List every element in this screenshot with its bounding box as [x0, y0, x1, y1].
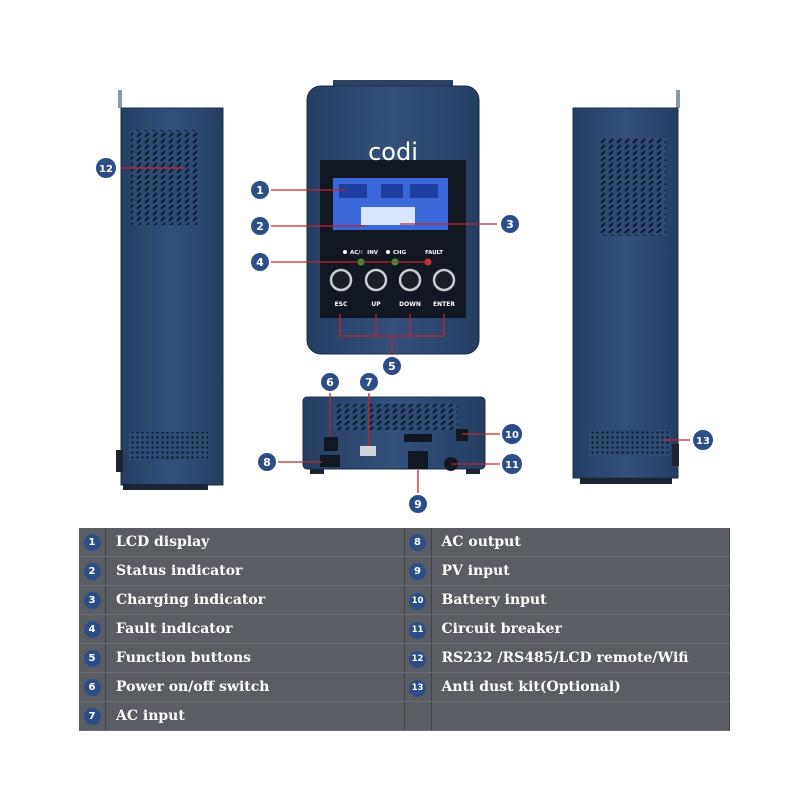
legend-label: Function buttons: [105, 643, 405, 673]
legend-number: 12: [409, 650, 426, 668]
legend-label: Power on/off switch: [105, 672, 405, 702]
legend-label: Charging indicator: [105, 585, 405, 615]
legend-number: 3: [83, 592, 101, 609]
pv-input-terminal: [408, 451, 428, 469]
legend-row: 1 LCD display 8 AC output: [79, 528, 730, 557]
enter-button-label: ENTER: [433, 301, 455, 308]
callout-9: 9: [407, 493, 429, 515]
svg-text:3: 3: [506, 218, 514, 231]
legend-row: 5 Function buttons 12 RS232 /RS485/LCD r…: [79, 643, 730, 673]
inverter-diagram: codi AC/☾ INV CHG FAULT ESC UP DOWN ENTE…: [94, 80, 715, 515]
legend-number: 13: [409, 679, 426, 697]
legend-number: 7: [83, 708, 101, 725]
svg-text:12: 12: [99, 164, 113, 175]
legend-label: Status indicator: [105, 556, 405, 586]
legend-row: 6 Power on/off switch 13 Anti dust kit(O…: [79, 672, 730, 702]
legend-row: 7 AC input: [79, 701, 730, 731]
callout-12: 12: [94, 156, 118, 180]
ac-input-port: [360, 446, 376, 456]
power-switch[interactable]: [324, 437, 338, 451]
legend-number: 1: [83, 534, 101, 551]
svg-text:10: 10: [505, 430, 519, 441]
legend-number: 11: [409, 621, 426, 639]
down-button-label: DOWN: [399, 301, 421, 308]
svg-text:11: 11: [505, 460, 519, 471]
callout-6: 6: [319, 371, 341, 393]
battery-input-terminal: [456, 429, 468, 441]
svg-text:13: 13: [696, 436, 710, 447]
enter-button[interactable]: [432, 268, 456, 292]
down-button[interactable]: [398, 268, 422, 292]
up-button[interactable]: [364, 268, 388, 292]
legend-number: 9: [409, 563, 426, 580]
svg-text:4: 4: [256, 256, 264, 269]
up-button-label: UP: [371, 301, 381, 308]
svg-text:7: 7: [365, 376, 373, 389]
legend-label: LCD display: [105, 528, 405, 557]
callout-10: 10: [500, 422, 524, 446]
svg-text:2: 2: [256, 220, 264, 233]
legend-number: 10: [409, 592, 426, 610]
legend-label: Battery input: [431, 585, 730, 615]
chg-indicator-label: CHG: [393, 250, 407, 256]
esc-button-label: ESC: [335, 301, 348, 308]
left-side-view: [116, 90, 224, 490]
legend-label: Circuit breaker: [431, 614, 730, 644]
legend-label: PV input: [431, 556, 730, 586]
callout-4: 4: [249, 251, 271, 273]
legend-number: 2: [83, 563, 101, 580]
callout-13: 13: [691, 428, 715, 452]
ac-output-terminal: [320, 455, 340, 467]
callout-2: 2: [249, 215, 271, 237]
legend-label: AC input: [105, 701, 405, 731]
legend-table: 1 LCD display 8 AC output 2 Status indic…: [79, 528, 730, 731]
callout-11: 11: [500, 452, 524, 476]
legend-number: 8: [409, 534, 426, 551]
legend-label: AC output: [431, 528, 730, 557]
legend-label: RS232 /RS485/LCD remote/Wifi: [431, 643, 730, 673]
leader-lines: [121, 167, 690, 494]
legend-label: Fault indicator: [105, 614, 405, 644]
brand-logo: codi: [368, 138, 418, 166]
callout-5: 5: [381, 355, 403, 377]
legend-row: 4 Fault indicator 11 Circuit breaker: [79, 614, 730, 644]
svg-text:9: 9: [414, 498, 422, 511]
svg-text:6: 6: [326, 376, 334, 389]
callout-7: 7: [358, 371, 380, 393]
legend-number: 6: [83, 679, 101, 696]
callout-8: 8: [256, 451, 278, 473]
legend-number: 5: [83, 650, 101, 667]
svg-text:5: 5: [388, 360, 396, 373]
fault-indicator-label: FAULT: [425, 250, 443, 256]
svg-text:8: 8: [263, 456, 271, 469]
callout-3: 3: [499, 213, 521, 235]
legend-label: Anti dust kit(Optional): [431, 672, 730, 702]
right-side-view: [572, 90, 680, 484]
callout-1: 1: [249, 179, 271, 201]
esc-button[interactable]: [329, 268, 353, 292]
svg-text:1: 1: [256, 184, 264, 197]
ac-inv-indicator-label: AC/☾ INV: [350, 250, 379, 256]
front-view: codi AC/☾ INV CHG FAULT ESC UP DOWN ENTE…: [306, 80, 480, 355]
legend-number: 4: [83, 621, 101, 638]
legend-row: 3 Charging indicator 10 Battery input: [79, 585, 730, 615]
legend-row: 2 Status indicator 9 PV input: [79, 556, 730, 586]
